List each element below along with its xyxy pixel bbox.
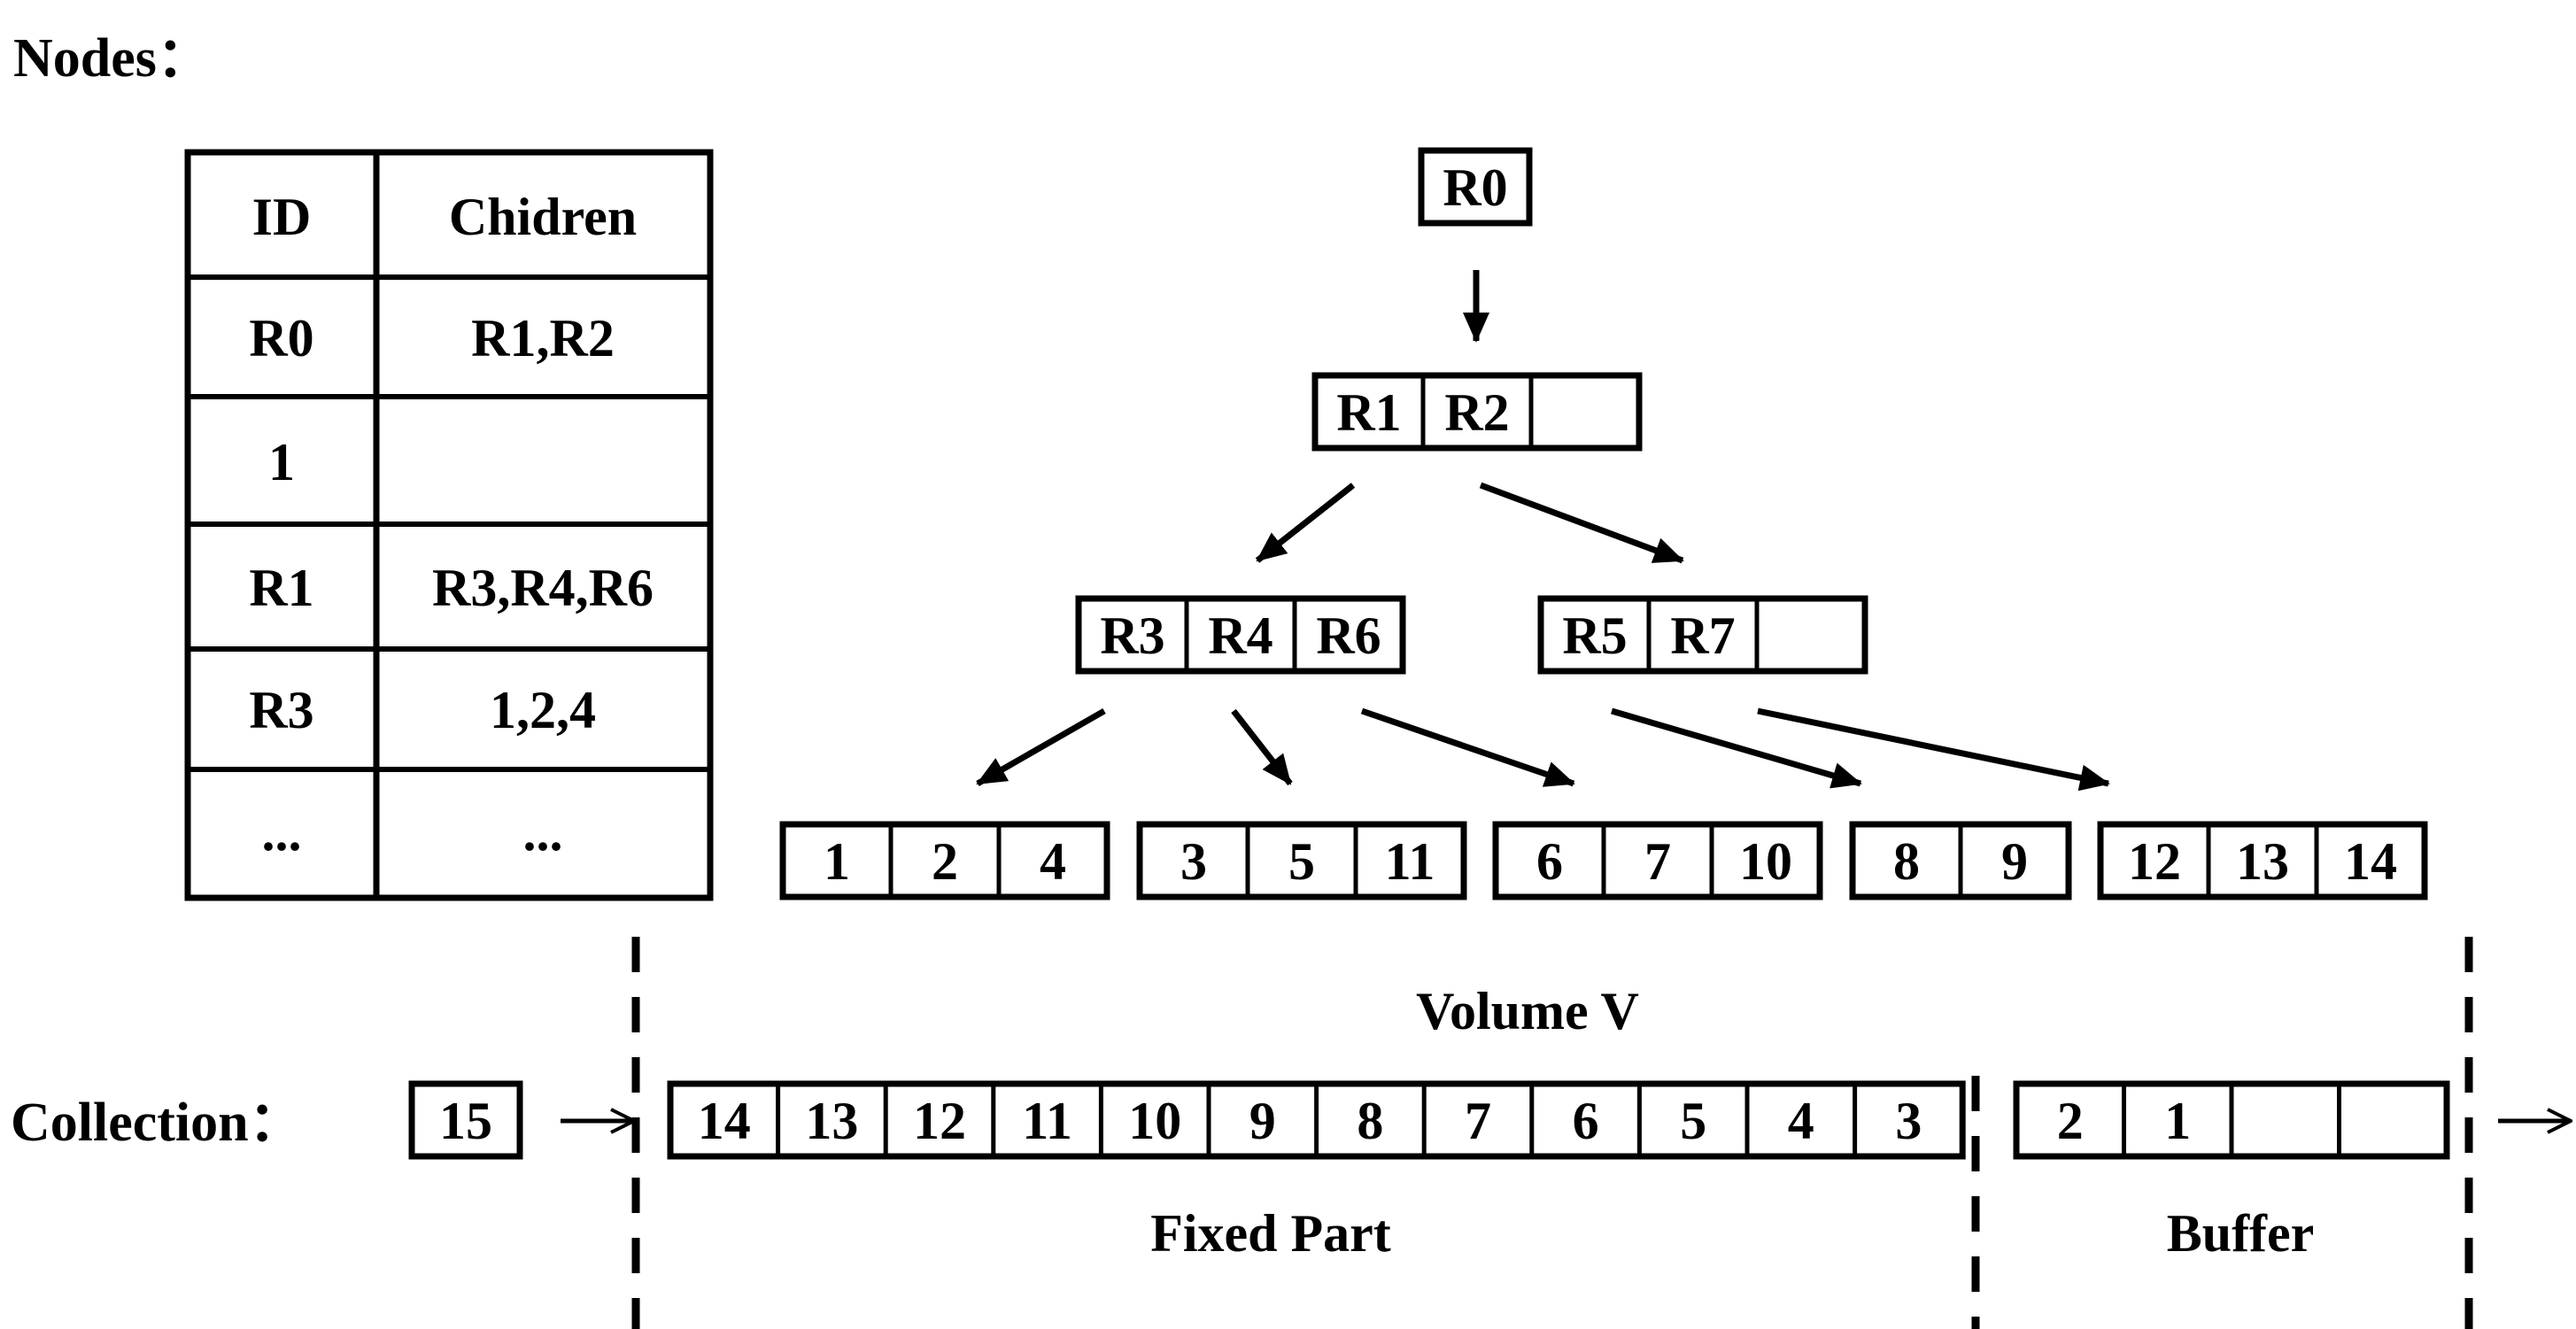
tree-node-level2-frame (1075, 595, 1406, 675)
tree-leaf-node-frame (1136, 821, 1467, 900)
tree-node-level2: R3 R4 R6 (1075, 595, 1406, 675)
nodes-title: Nodes： (13, 28, 212, 89)
fixed-part-slots-cell: 11 (1022, 1092, 1072, 1150)
table-cell-id: ... (262, 803, 302, 862)
tree-leaf-node-cell: 5 (1288, 832, 1315, 891)
table-cell-children: 1,2,4 (490, 681, 596, 739)
tree-node-level1-frame (1311, 372, 1643, 452)
tree-leaf-node-frame (2097, 821, 2428, 900)
incoming-item: 15 (408, 1080, 523, 1160)
tree-node-root-frame (1418, 147, 1533, 227)
table-cell-id: 1 (268, 433, 295, 491)
tree-node-level1-cell: R2 (1444, 383, 1509, 442)
buffer-slots-cell: 1 (2164, 1092, 2191, 1150)
tree-leaf-node: 1 2 4 (779, 821, 1110, 900)
tree-leaf-node-cell: 12 (2128, 832, 2181, 891)
table-cell-id: R0 (249, 309, 313, 367)
incoming-item-frame (408, 1080, 523, 1160)
tree-node-root-cell: R0 (1443, 158, 1507, 217)
fixed-part-slots-cell: 3 (1895, 1092, 1922, 1150)
tree-node-level2-cell: R4 (1208, 607, 1273, 665)
tree-node-root: R0 (1418, 147, 1533, 227)
fixed-part-slots-cell: 12 (913, 1092, 966, 1150)
tree-leaf-node-cell: 1 (824, 832, 850, 891)
tree-leaf-node-cell: 13 (2236, 832, 2289, 891)
tree-leaf-node-frame (1492, 821, 1823, 900)
fixed-part-slots-cell: 4 (1788, 1092, 1814, 1150)
fixed-part-slots-cell: 5 (1680, 1092, 1706, 1150)
dashed-separators (631, 937, 2473, 1329)
fixed-part-slots: 14 13 12 11 10 9 8 7 6 5 4 3 (667, 1080, 1966, 1160)
volume-label: Volume V (1416, 982, 1639, 1040)
tree-node-level2-frame (1537, 595, 1868, 675)
tree-node-level2: R5 R7 (1537, 595, 1868, 675)
table-cell-id: R1 (249, 559, 313, 617)
fixed-part-slots-cell: 6 (1573, 1092, 1599, 1150)
tree-node-level2-cell: R7 (1670, 607, 1735, 665)
fixed-part-slots-cell: 9 (1249, 1092, 1276, 1150)
tree-leaf-node-cell: 3 (1180, 832, 1207, 891)
edge-r3-to-leaf-1 (976, 707, 1106, 787)
table-header-id: ID (252, 188, 312, 246)
tree-leaf-node-cell: 4 (1040, 832, 1066, 891)
edge-r4-to-leaf-2 (1231, 708, 1293, 786)
edge-r1-to-r3r4r6 (1255, 483, 1356, 563)
fixed-part-slots-cell: 10 (1128, 1092, 1181, 1150)
tree-leaf-node-cell: 10 (1739, 832, 1792, 891)
tree-leaf-node-cell: 14 (2344, 832, 2397, 891)
tree-leaf-node: 3 5 11 (1136, 821, 1467, 900)
tree-leaf-node-frame (779, 821, 1110, 900)
tree-node-level1: R1 R2 (1311, 372, 1643, 452)
tree-leaf-node-cell: 2 (932, 832, 958, 891)
buffer-slots-cell: 2 (2057, 1092, 2084, 1150)
tree-leaf-node-cell: 7 (1644, 832, 1671, 891)
tree-leaf-node: 12 13 14 (2097, 821, 2428, 900)
tree-node-level2-cell: R3 (1100, 607, 1164, 665)
edge-r2-to-r5r7 (1479, 482, 1684, 564)
fixed-part-slots-cell: 7 (1465, 1092, 1491, 1150)
tree-edges (976, 270, 2110, 792)
table-cell-children: R3,R4,R6 (432, 559, 654, 617)
fixed-part-label: Fixed Part (1150, 1204, 1391, 1263)
tree-leaf-node-cell: 6 (1536, 832, 1563, 891)
tree-leaf-node: 6 7 10 (1492, 821, 1823, 900)
fixed-part-slots-cell: 14 (698, 1092, 751, 1150)
tree-leaf-node-cell: 8 (1893, 832, 1920, 891)
collection-label: Collection： (11, 1093, 304, 1153)
table-cell-id: R3 (249, 681, 313, 739)
tree-leaf-node-cell: 9 (2001, 832, 2028, 891)
tree-node-level2-cell: R5 (1562, 607, 1627, 665)
table-cell-children: R1,R2 (471, 309, 615, 367)
tree-node-level2-cell: R6 (1316, 607, 1381, 665)
tree-leaf-node-cell: 11 (1385, 832, 1435, 891)
edge-r5-to-leaf-4 (1611, 707, 1862, 789)
table-header-children: Chidren (449, 188, 637, 246)
incoming-item-cell: 15 (439, 1092, 492, 1150)
edge-r6-to-leaf-3 (1360, 707, 1575, 787)
node-table: ID Chidren R0 R1,R2 1 R1 R3,R4,R6 R3 1,2… (184, 149, 714, 901)
buffer-label: Buffer (2167, 1204, 2315, 1263)
fixed-part-slots-cell: 13 (805, 1092, 858, 1150)
tree-node-level1-cell: R1 (1336, 383, 1401, 442)
table-cell-children: ... (523, 803, 563, 862)
fixed-part-slots-cell: 8 (1357, 1092, 1383, 1150)
edge-r7-to-leaf-5 (1757, 707, 2110, 792)
